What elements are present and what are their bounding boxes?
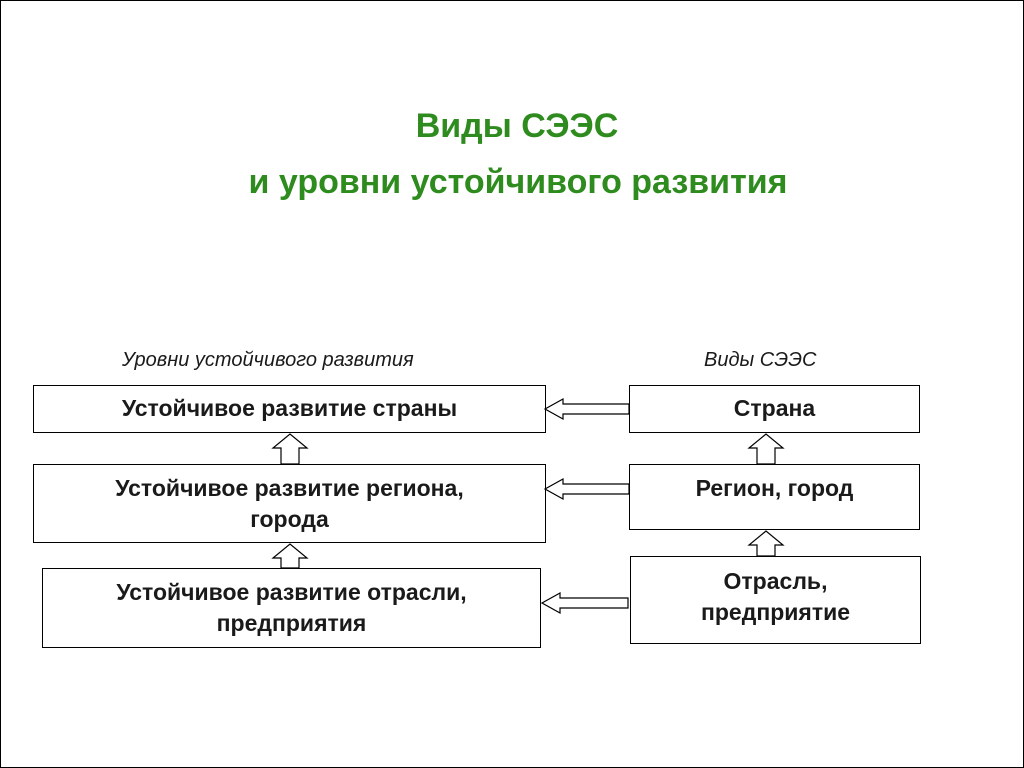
level-box-region: Устойчивое развитие региона, города [33,464,546,543]
type-box-industry: Отрасль, предприятие [630,556,921,644]
level-box-country-line-1: Устойчивое развитие страны [121,395,458,421]
level-box-region-line-1: Устойчивое развитие региона, [115,475,464,501]
type-box-industry-line-2: предприятие [700,599,851,625]
level-box-country: Устойчивое развитие страны [33,385,546,433]
type-box-region-line-1: Регион, город [695,475,854,501]
types-caption: Виды СЭЭС [704,349,817,371]
level-box-industry: Устойчивое развитие отрасли, предприятия [42,568,541,648]
type-box-industry-line-1: Отрасль, [723,568,828,594]
level-box-region-line-2: города [250,506,329,532]
level-box-industry-line-1: Устойчивое развитие отрасли, [116,579,467,605]
slide-title-line-2: и уровни устойчивого развития [248,163,788,201]
type-box-region: Регион, город [629,464,920,530]
levels-caption: Уровни устойчивого развития [122,349,414,371]
slide-title-line-1: Виды СЭЭС [415,107,619,145]
type-box-country: Страна [629,385,920,433]
type-box-country-line-1: Страна [733,395,816,421]
level-box-industry-line-2: предприятия [216,610,367,636]
